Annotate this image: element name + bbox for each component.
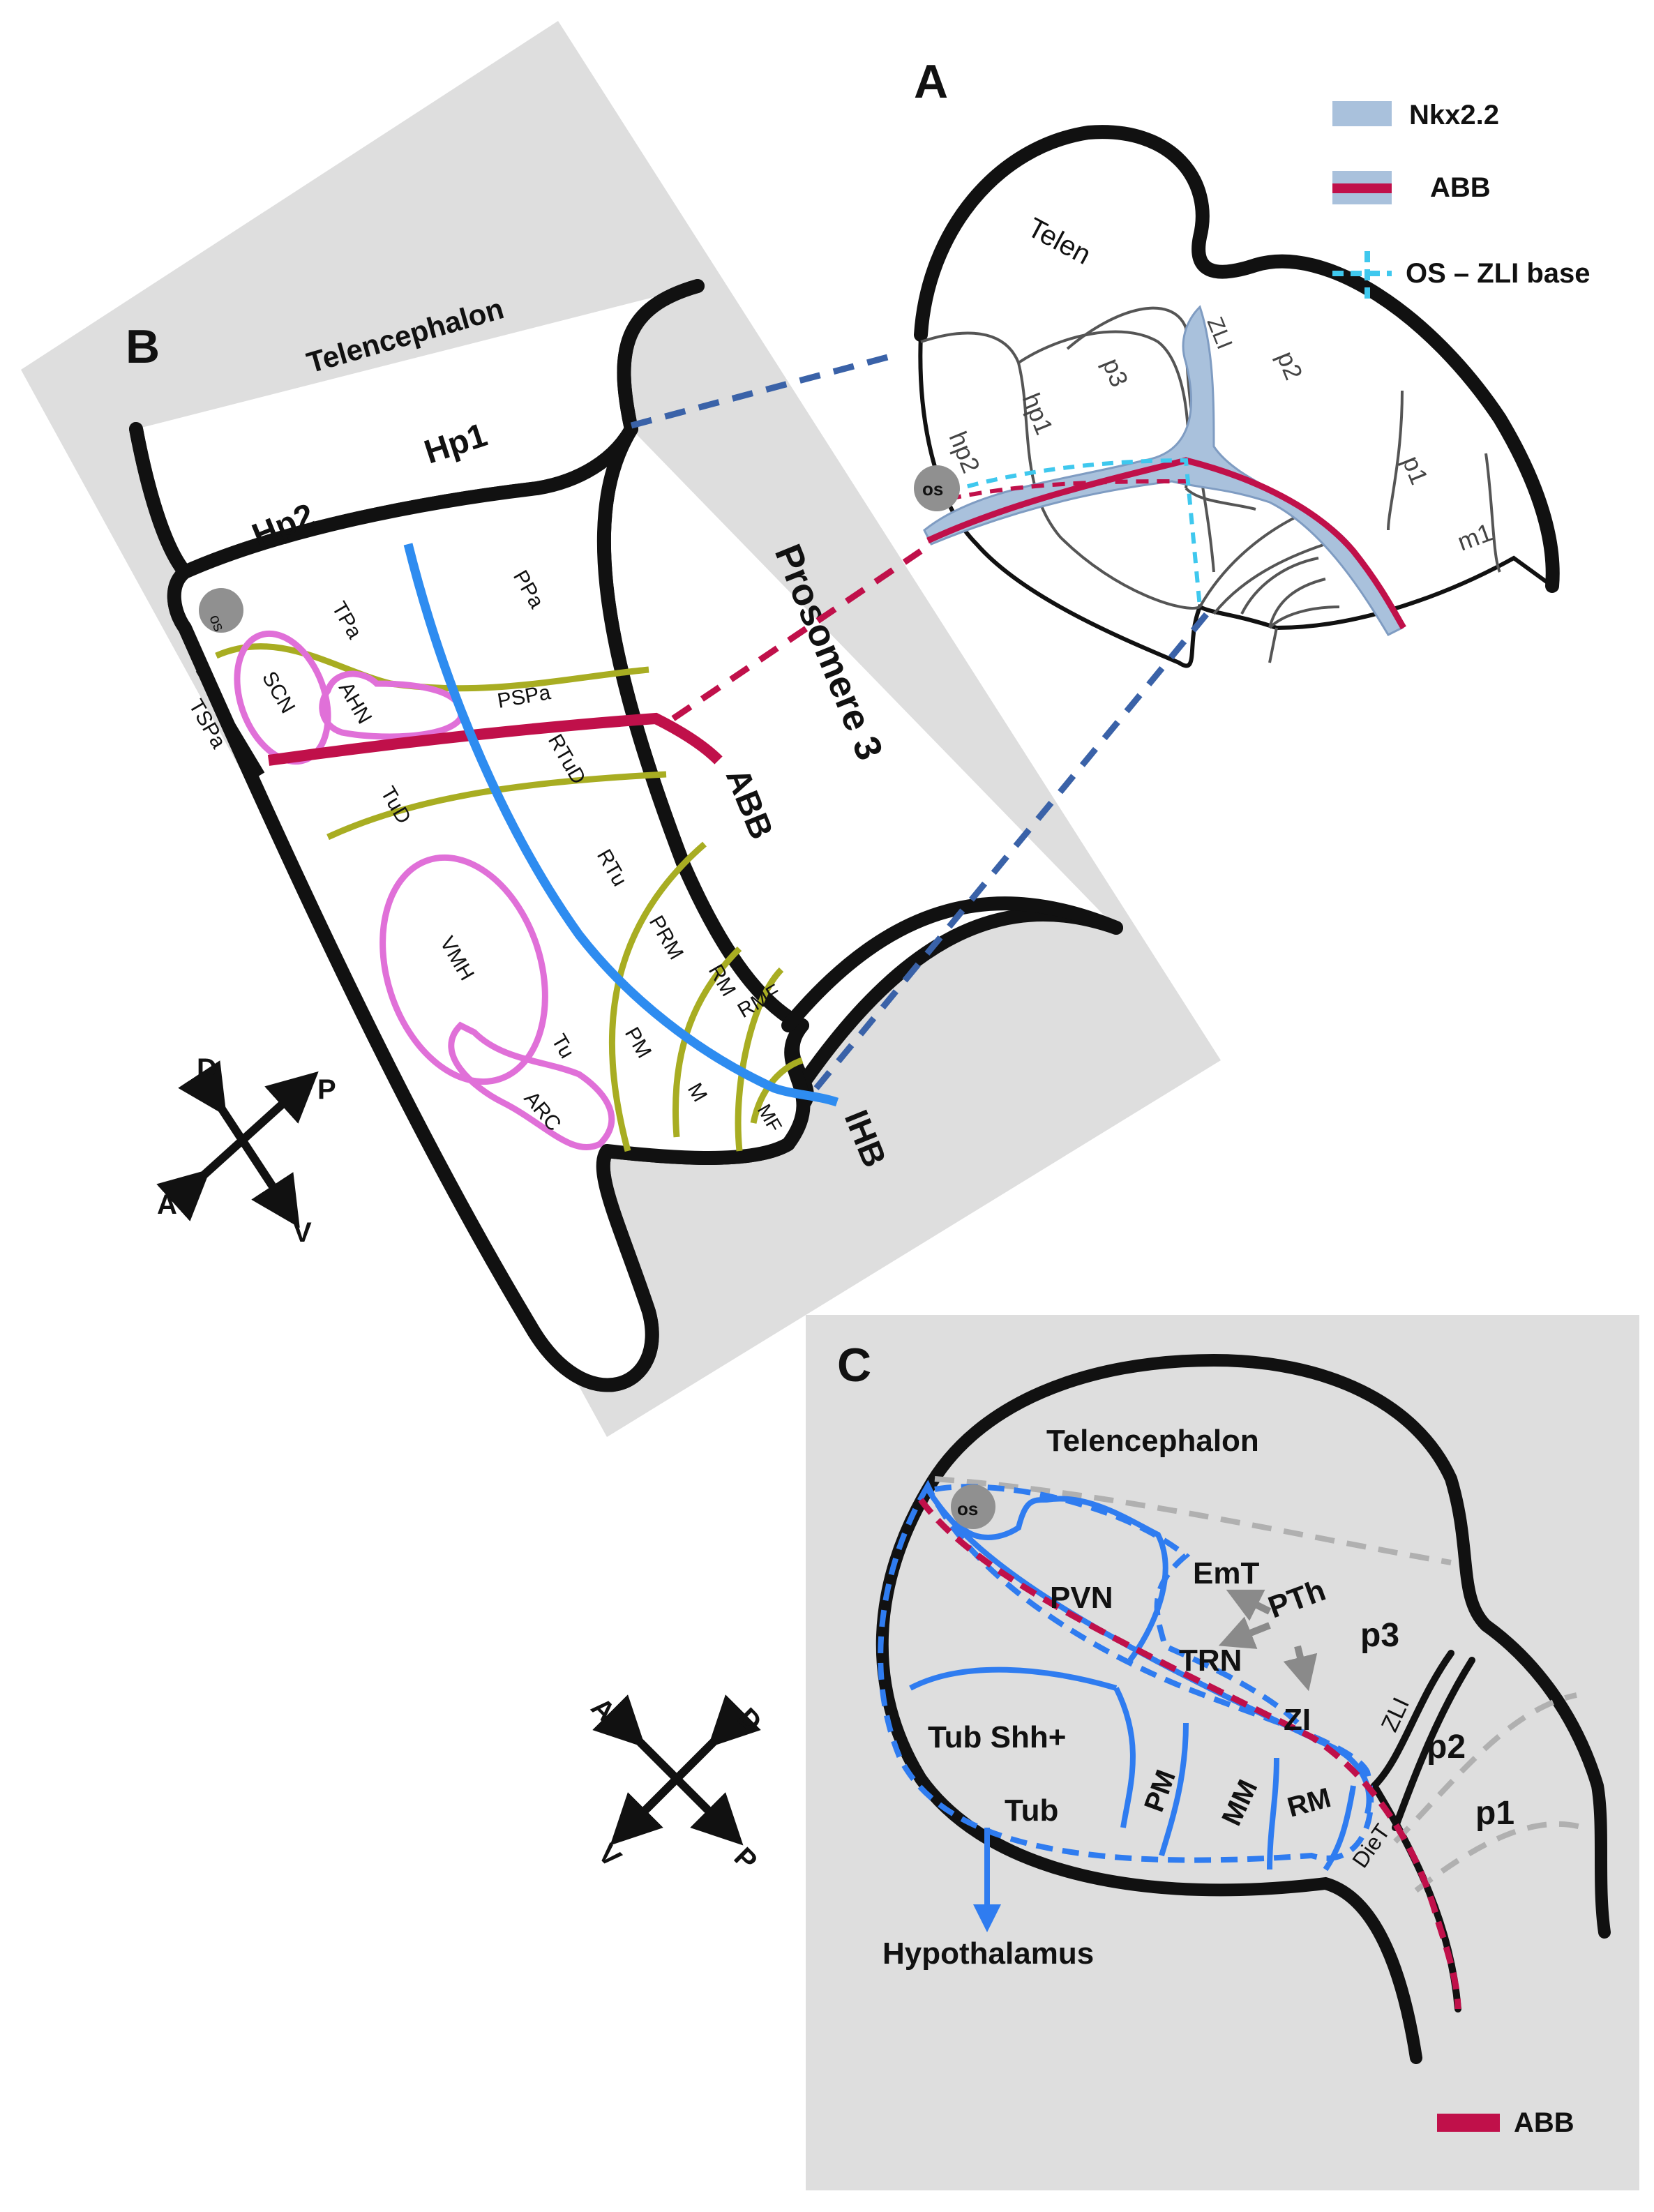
c-axis-a: A	[585, 1692, 622, 1728]
c-abb-dashed	[918, 1498, 1461, 2010]
c-zi-label: ZI	[1284, 1703, 1311, 1737]
c-tub-label: Tub	[1005, 1793, 1058, 1828]
panel-b: B Telencephalon Hp1 Hp2 Prosomere 3 ABB …	[21, 21, 1221, 1437]
tspa-bar	[195, 668, 265, 776]
c-axis-v: V	[592, 1838, 627, 1873]
c-p2-label: p2	[1427, 1729, 1466, 1766]
legend-nkx-label: Nkx2.2	[1409, 100, 1499, 130]
legend-abb-swatch-line	[1332, 183, 1392, 193]
c-compass: A D V P	[585, 1692, 768, 1876]
b-compass: D P A V	[156, 1053, 336, 1248]
c-pth-arrows	[1218, 1589, 1318, 1692]
c-ventral-outline	[875, 1483, 1422, 2064]
c-axis-d: D	[732, 1702, 768, 1738]
b-axis-v: V	[293, 1217, 312, 1248]
a-os-circle	[914, 465, 960, 511]
c-emt-label: EmT	[1193, 1556, 1259, 1590]
vmh-outline	[379, 854, 548, 1085]
b-axis-p: P	[317, 1074, 336, 1105]
b-right-wall	[781, 896, 1123, 1032]
panel-b-letter: B	[126, 320, 160, 373]
panel-c-letter: C	[837, 1339, 871, 1392]
c-os-label: os	[957, 1498, 978, 1519]
b-pink-nuclei	[234, 630, 615, 1151]
c-hypothalamus-outline	[878, 1480, 1374, 1863]
c-pvn-label: PVN	[1050, 1581, 1113, 1615]
b-axis-a: A	[157, 1189, 177, 1220]
a-abb-dashed	[948, 479, 1187, 501]
b-ihb-line	[403, 543, 839, 1107]
ab-connectors	[630, 352, 1210, 1090]
a-os-zli-line	[948, 458, 1202, 608]
c-legend-abb-label: ABB	[1514, 2107, 1574, 2138]
b-os-circle	[199, 588, 243, 633]
a-dorsal-thick-edge	[914, 125, 1560, 593]
c-zli-walls	[1371, 1650, 1475, 1831]
b-olive-boundaries	[215, 643, 804, 1152]
b-abb-line	[267, 712, 723, 766]
b-left-wall	[129, 422, 192, 579]
a-os-label: os	[922, 479, 943, 499]
a-brain-outline	[918, 130, 1555, 668]
panel-a-letter: A	[914, 55, 948, 108]
c-telencephalon-label: Telencephalon	[1046, 1424, 1259, 1458]
panel-b-body	[167, 422, 811, 1392]
c-trn-label: TRN	[1179, 1643, 1242, 1678]
b-top-wall	[617, 279, 705, 436]
panel-c: C os	[585, 1315, 1639, 2190]
legend-nkx-swatch	[1332, 101, 1392, 126]
c-legend-abb-swatch	[1437, 2114, 1500, 2132]
arc-outline	[448, 1021, 615, 1151]
c-dorsal-outline	[922, 1353, 1611, 1939]
a-legend: Nkx2.2 ABB OS – ZLI base	[1332, 100, 1591, 300]
c-hypothalamus-label: Hypothalamus	[882, 1936, 1094, 1971]
c-p3-label: p3	[1360, 1617, 1399, 1654]
c-os-circle	[951, 1484, 995, 1529]
legend-abb-label: ABB	[1430, 172, 1491, 203]
legend-os-zli-swatch	[1332, 251, 1392, 300]
panel-a: A os Telen	[914, 55, 1591, 668]
c-tub-shh-label: Tub Shh+	[928, 1720, 1066, 1754]
c-grey-boundaries	[934, 1476, 1585, 1893]
legend-os-zli-label: OS – ZLI base	[1406, 258, 1591, 289]
c-axis-p: P	[728, 1842, 763, 1876]
a-abb-line	[926, 457, 1406, 630]
c-p1-label: p1	[1475, 1795, 1514, 1832]
b-axis-d: D	[197, 1053, 217, 1084]
a-segment-lines	[920, 306, 1501, 663]
